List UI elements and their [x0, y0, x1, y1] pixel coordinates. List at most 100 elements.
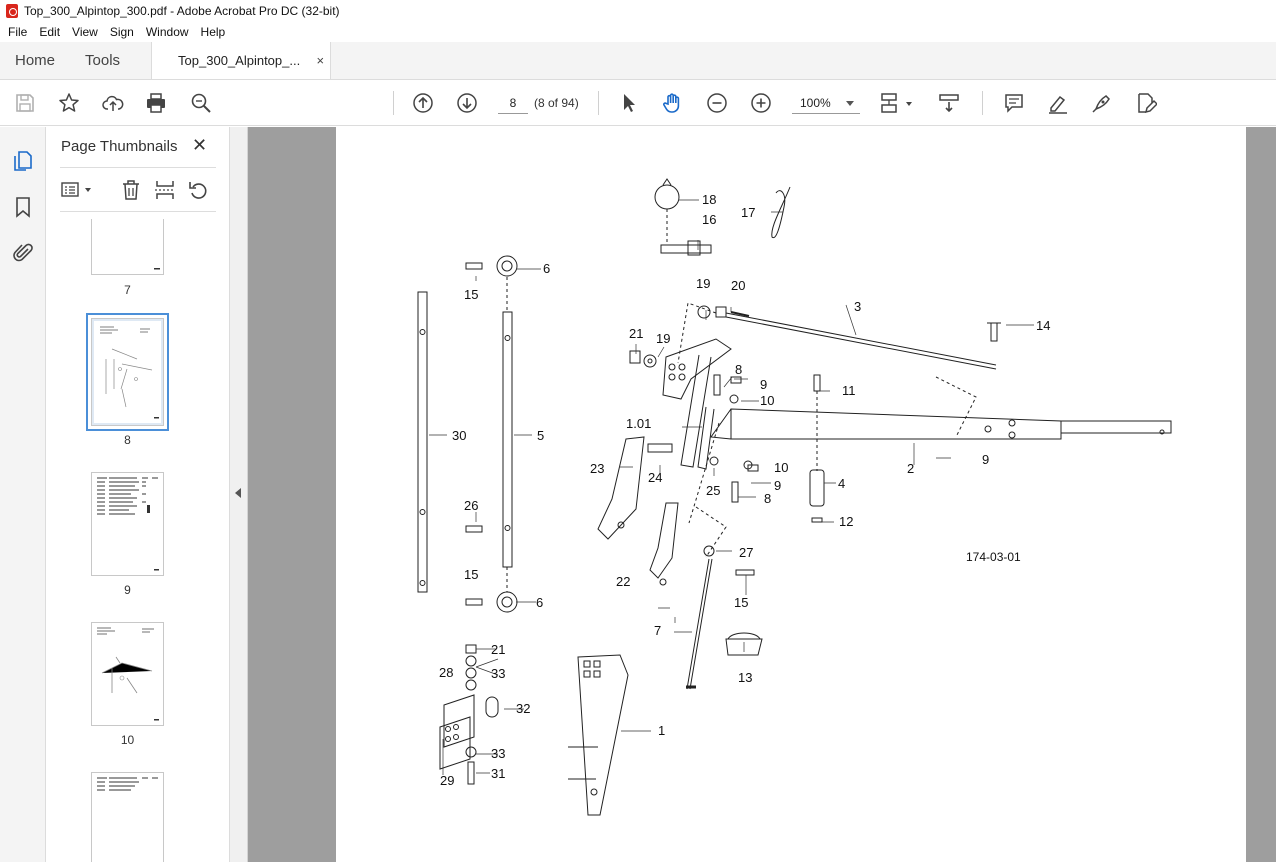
- callout: 6: [536, 595, 543, 610]
- tab-bar: Home Tools Top_300_Alpintop_... ×: [0, 42, 1276, 80]
- thumbnail-options-icon[interactable]: [60, 179, 96, 201]
- zoom-out-icon[interactable]: [705, 91, 729, 115]
- callout: 11: [842, 383, 856, 398]
- callout: 16: [702, 212, 716, 227]
- callout: 23: [590, 461, 604, 476]
- page-thumbnails-panel: Page Thumbnails ✕ 7 8: [46, 127, 266, 862]
- close-panel-icon[interactable]: ✕: [192, 135, 208, 155]
- toolbar-separator: [393, 91, 394, 115]
- document-view[interactable]: 18 16 17 6 15 19 20 3 14 21 19 8 9 10 11…: [248, 127, 1276, 862]
- callout: 33: [491, 746, 505, 761]
- hand-tool-icon[interactable]: [661, 91, 685, 115]
- panel-title: Page Thumbnails: [61, 138, 178, 155]
- menu-bar: File Edit View Sign Window Help: [0, 22, 1276, 42]
- callout: 17: [741, 205, 755, 220]
- thumbnail-page-8[interactable]: [86, 313, 169, 431]
- divider: [60, 211, 216, 212]
- menu-view[interactable]: View: [72, 25, 98, 39]
- page-thumbnails-icon[interactable]: [11, 148, 35, 172]
- thumbnail-label-10: 10: [120, 733, 135, 747]
- callout: 13: [738, 670, 752, 685]
- rotate-page-icon[interactable]: [187, 179, 211, 201]
- thumbnail-label-8: 8: [124, 433, 131, 447]
- thumbnail-page-11-preview: [97, 777, 158, 791]
- delete-page-icon[interactable]: [119, 179, 143, 201]
- thumbnail-list: 7 8 9: [46, 219, 206, 862]
- upload-icon[interactable]: [101, 91, 125, 115]
- select-arrow-icon[interactable]: [617, 91, 641, 115]
- callout: 22: [616, 574, 630, 589]
- extract-pages-icon[interactable]: [153, 179, 177, 201]
- callout: 15: [464, 287, 478, 302]
- fill-sign-icon[interactable]: [1090, 91, 1114, 115]
- callout: 8: [764, 491, 771, 506]
- thumbnail-page-7[interactable]: [91, 219, 164, 275]
- callout: 8: [735, 362, 742, 377]
- thumbnail-page-7-preview: [154, 268, 160, 270]
- callout: 18: [702, 192, 716, 207]
- page-number-input[interactable]: 8: [498, 92, 528, 114]
- callout: 21: [491, 642, 505, 657]
- pdf-page: 18 16 17 6 15 19 20 3 14 21 19 8 9 10 11…: [336, 127, 1246, 862]
- divider: [60, 167, 216, 168]
- thumbnail-page-10-preview: [97, 627, 159, 721]
- save-icon[interactable]: [13, 91, 37, 115]
- callout: 25: [706, 483, 720, 498]
- toolbar-separator: [982, 91, 983, 115]
- collapse-left-icon: [235, 488, 241, 498]
- thumbnail-page-10[interactable]: [91, 622, 164, 726]
- thumbnail-label-9: 9: [124, 583, 131, 597]
- page-down-icon[interactable]: [455, 91, 479, 115]
- attachments-icon[interactable]: [11, 241, 35, 265]
- thumbnail-page-9-preview: [97, 477, 159, 571]
- thumbnail-page-11[interactable]: [91, 772, 164, 862]
- acrobat-pdf-icon: [6, 4, 18, 18]
- callout: 1.01: [626, 416, 651, 431]
- highlight-pen-icon[interactable]: [1046, 91, 1070, 115]
- callout: 6: [543, 261, 550, 276]
- zoom-search-icon[interactable]: [189, 91, 213, 115]
- exploded-parts-drawing: 18 16 17 6 15 19 20 3 14 21 19 8 9 10 11…: [417, 178, 1172, 816]
- callout: 14: [1036, 318, 1050, 333]
- page-up-icon[interactable]: [411, 91, 435, 115]
- callout: 5: [537, 428, 544, 443]
- menu-file[interactable]: File: [8, 25, 28, 39]
- callout: 19: [696, 276, 710, 291]
- menu-help[interactable]: Help: [200, 25, 226, 39]
- callout: 33: [491, 666, 505, 681]
- scroll-mode-icon[interactable]: [937, 91, 961, 115]
- title-bar: Top_300_Alpintop_300.pdf - Adobe Acrobat…: [0, 0, 1276, 22]
- callout: 21: [629, 326, 643, 341]
- bookmark-star-icon[interactable]: [57, 91, 81, 115]
- callout: 12: [839, 514, 853, 529]
- comment-icon[interactable]: [1002, 91, 1026, 115]
- tab-home[interactable]: Home: [15, 52, 56, 69]
- edit-pdf-icon[interactable]: [1134, 91, 1158, 115]
- zoom-level-select[interactable]: 100%: [792, 92, 860, 114]
- callout: 9: [760, 377, 767, 392]
- navigation-rail: [0, 127, 46, 862]
- callout: 10: [774, 460, 788, 475]
- callout: 32: [516, 701, 530, 716]
- tab-tools[interactable]: Tools: [85, 52, 121, 69]
- tab-document[interactable]: Top_300_Alpintop_... ×: [151, 42, 332, 79]
- callout: 26: [464, 498, 478, 513]
- bookmarks-icon[interactable]: [11, 195, 35, 219]
- menu-window[interactable]: Window: [145, 25, 189, 39]
- menu-sign[interactable]: Sign: [109, 25, 134, 39]
- callout: 31: [491, 766, 505, 781]
- panel-collapse-handle[interactable]: [230, 127, 248, 862]
- callout: 9: [982, 452, 989, 467]
- callout: 2: [907, 461, 914, 476]
- callout: 29: [440, 773, 454, 788]
- thumbnail-page-8-preview: [94, 321, 161, 423]
- close-tab-icon[interactable]: ×: [316, 53, 325, 68]
- zoom-in-icon[interactable]: [749, 91, 773, 115]
- page-display-icon[interactable]: [880, 91, 914, 115]
- thumbnail-page-9[interactable]: [91, 472, 164, 576]
- callout: 27: [739, 545, 753, 560]
- main-toolbar: [0, 80, 1276, 126]
- callout: 30: [452, 428, 466, 443]
- print-icon[interactable]: [144, 91, 168, 115]
- menu-edit[interactable]: Edit: [39, 25, 61, 39]
